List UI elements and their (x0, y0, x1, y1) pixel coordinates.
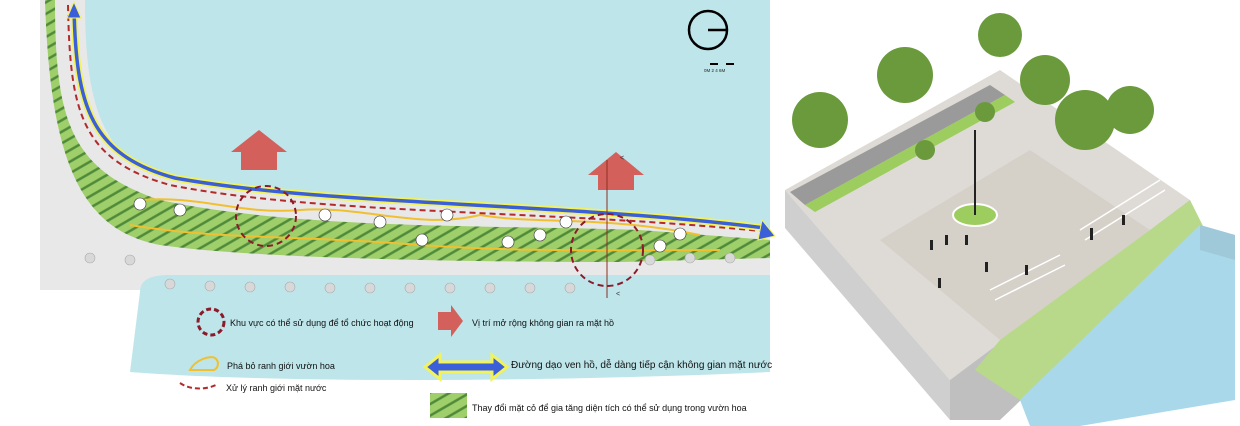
scale-bar: 0M 2 4 6M (704, 68, 726, 73)
promenade-path (72, 7, 766, 230)
plaza (880, 150, 1150, 340)
legend-water-edge-label: Xử lý ranh giới mặt nước (226, 383, 327, 393)
legend-boundary-icon (188, 356, 219, 371)
legend-water-edge-icon (179, 382, 217, 390)
legend-expand-label: Vị trí mở rộng không gian ra mặt hồ (472, 318, 614, 328)
garden-boundary-line (139, 198, 701, 236)
legend-promenade-icon (422, 351, 510, 383)
road (790, 85, 1005, 205)
lake-water (1020, 225, 1235, 426)
water-edge-line (67, 4, 771, 233)
section-mark: < (616, 291, 620, 298)
activity-area-circle (235, 185, 297, 247)
legend-activity-label: Khu vực có thể sử dụng để tổ chức hoạt đ… (230, 318, 414, 328)
legend-arrow-icon (438, 305, 463, 337)
lawn-strip (45, 0, 770, 262)
legend-activity-icon (196, 307, 226, 337)
north-arrow-icon (687, 9, 729, 51)
section-mark: < (620, 155, 624, 162)
perspective-view (785, 13, 1235, 426)
site-plan: 0M 2 4 6M < < (40, 0, 776, 380)
legend-lawn-label: Thay đổi mặt cỏ để gia tăng diện tích có… (472, 403, 747, 413)
legend-boundary-label: Phá bỏ ranh giới vườn hoa (227, 361, 335, 371)
activity-icons (133, 197, 687, 253)
expansion-arrow (231, 130, 644, 190)
tree-row (84, 252, 736, 294)
activity-area-circle (570, 213, 644, 287)
legend-lawn-icon (430, 393, 467, 418)
legend-promenade-label: Đường dạo ven hồ, dễ dàng tiếp cận không… (511, 360, 773, 371)
